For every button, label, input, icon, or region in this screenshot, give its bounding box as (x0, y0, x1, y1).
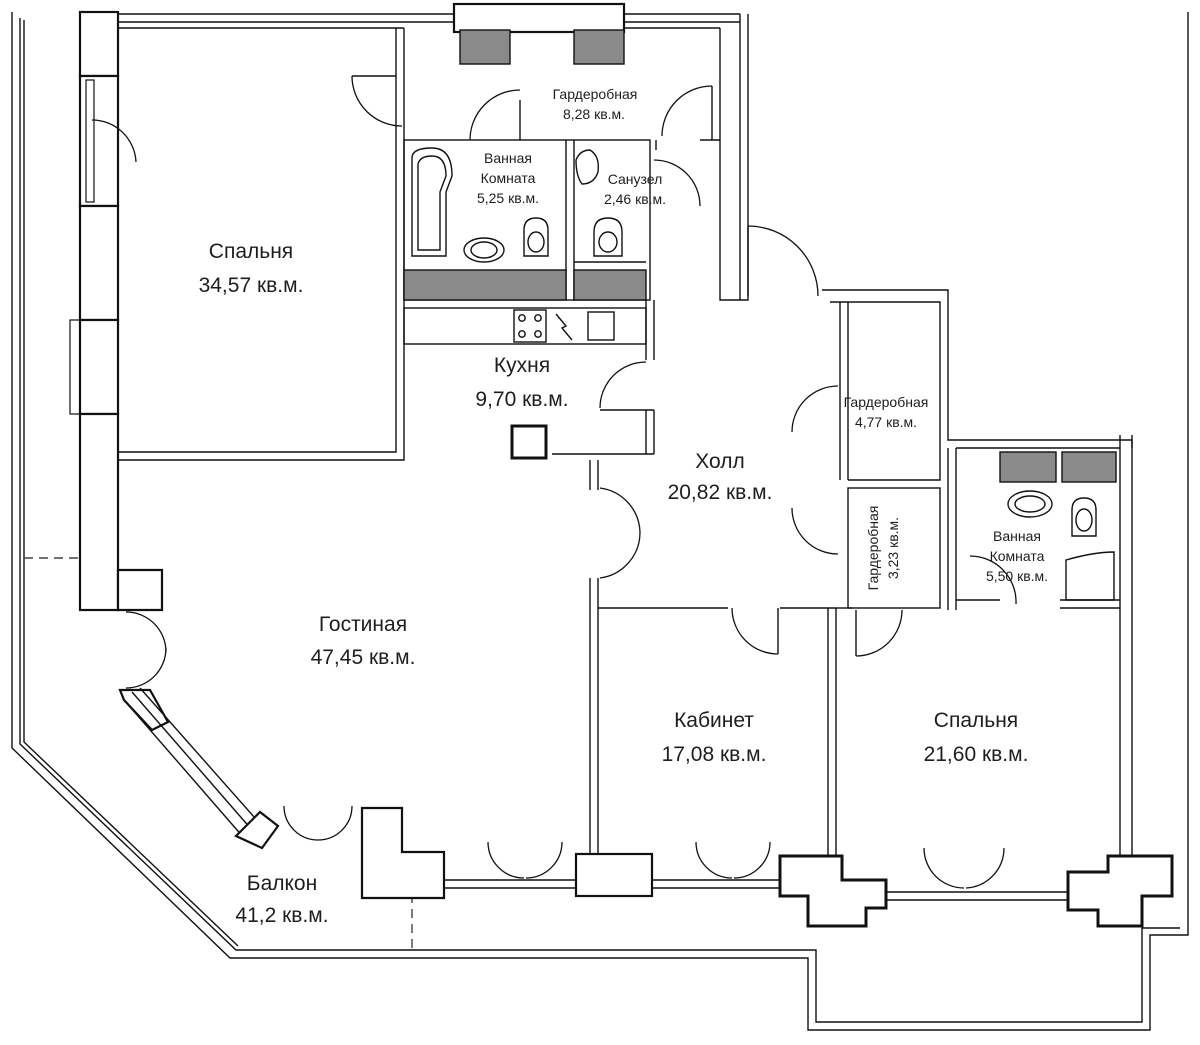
bathroom-2-area: 5,50 кв.м. (986, 568, 1048, 584)
hall-area: 20,82 кв.м. (668, 481, 773, 504)
balcony-area: 41,2 кв.м. (235, 904, 328, 927)
wardrobe-3-area: 3,23 кв.м. (885, 517, 901, 579)
wardrobe-3-label: Гардеробная 3,23 кв.м. (865, 506, 901, 591)
balcony-dividers (24, 557, 413, 950)
bedroom-1-area: 34,57 кв.м. (199, 274, 304, 297)
wardrobe-2-name: Гардеробная (844, 394, 929, 410)
bedroom-2-name: Спальня (934, 709, 1018, 732)
bedroom-2-area: 21,60 кв.м. (924, 743, 1029, 766)
top-wall (78, 2, 740, 78)
hall-name: Холл (695, 450, 745, 473)
kitchen-name: Кухня (494, 354, 550, 377)
room-labels: Спальня 34,57 кв.м. Гардеробная 8,28 кв.… (199, 86, 1048, 927)
study-name: Кабинет (674, 709, 754, 732)
wc-name: Санузел (608, 171, 663, 187)
wardrobe-1-name: Гардеробная (553, 86, 638, 102)
bathroom-2-name-line2: Комната (990, 548, 1045, 564)
wardrobe-2-area: 4,77 кв.м. (855, 414, 917, 430)
bathroom-1-name-line2: Комната (481, 170, 536, 186)
kitchen-area: 9,70 кв.м. (475, 388, 568, 411)
left-wall (69, 74, 164, 612)
fixtures (403, 29, 1117, 601)
bathroom-1-area: 5,25 кв.м. (477, 190, 539, 206)
doors (91, 75, 1017, 889)
right-wall (719, 14, 1133, 860)
wardrobe-3-name: Гардеробная (865, 506, 881, 591)
wardrobe-1-area: 8,28 кв.м. (563, 106, 625, 122)
bathroom-1-name: Ванная (484, 150, 532, 166)
bay-window (118, 687, 280, 850)
wc-area: 2,46 кв.м. (604, 191, 666, 207)
living-room-area: 47,45 кв.м. (311, 646, 416, 669)
bedroom-1-name: Спальня (209, 240, 293, 263)
bottom-wall (360, 806, 1174, 928)
bathroom-2-name: Ванная (993, 528, 1041, 544)
balcony-name: Балкон (247, 872, 317, 895)
study-area: 17,08 кв.м. (662, 743, 767, 766)
living-room-name: Гостиная (319, 613, 407, 636)
balcony-outline (11, 12, 1189, 1031)
